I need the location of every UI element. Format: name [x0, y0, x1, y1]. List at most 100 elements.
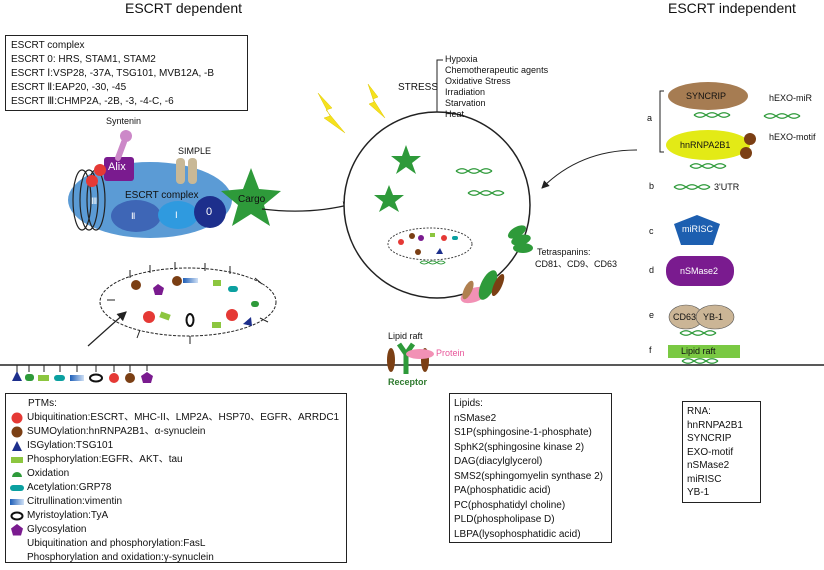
ptm-row: Glycosylation	[10, 523, 342, 537]
item-a-letter: a	[647, 113, 653, 123]
syntenin-label: Syntenin	[106, 116, 142, 126]
alix-label: Alix	[108, 161, 126, 173]
protein-label: Protein	[436, 348, 465, 358]
glycosylation-pentagon	[141, 372, 153, 383]
ptm-text: ISGylation:TSG101	[27, 440, 114, 451]
sumo-circle	[744, 133, 756, 145]
escrt-two-label: Ⅱ	[131, 211, 136, 221]
ptm-row: Ubiquitination and phosphorylation:FasL	[10, 537, 342, 551]
utr-label: 3'UTR	[714, 182, 740, 192]
stress-item: Irradiation	[445, 87, 486, 97]
sumo-circle	[409, 233, 415, 239]
ptm-text: Phosphorylation:EGFR、AKT、tau	[27, 454, 183, 465]
rna-helix-icon	[681, 358, 719, 364]
phosphorylation-rect	[212, 322, 221, 328]
ubiquitin-circle	[94, 164, 106, 176]
nsmase2-shape	[666, 256, 734, 286]
item-c-letter: c	[649, 226, 654, 236]
escrt-box-line: ESCRT 0: HRS, STAM1, STAM2	[11, 54, 156, 65]
citrullination-rect	[70, 375, 84, 381]
escrt-complex-illustration	[68, 130, 281, 238]
mvb-circle	[343, 111, 531, 299]
tetraspanins-members: CD81、CD9、CD63	[535, 259, 618, 269]
item-f-letter: f	[649, 345, 652, 355]
blue-gradient-rect-icon	[10, 496, 24, 508]
header-escrt-independent: ESCRT independent	[668, 0, 796, 16]
ptm-text: Ubiquitination:ESCRT、MHC-II、LMP2A、HSP70、…	[27, 412, 340, 423]
sumo-circle	[125, 373, 135, 383]
isgylation-triangle	[243, 317, 252, 326]
escrt-two-oval	[111, 200, 161, 232]
escrt-complex-box: ESCRT complex ESCRT 0: HRS, STAM1, STAM2…	[5, 35, 248, 111]
rna-item: SYNCRIP	[687, 433, 732, 444]
tetraspanin-green	[478, 270, 498, 300]
stress-item: Chemotherapeutic agents	[445, 65, 549, 75]
phosphorylation-rect	[38, 375, 49, 381]
ptm-row: Myristoylation:TyA	[10, 509, 342, 523]
lipid-raft-bar	[668, 345, 740, 358]
myristoylation-ring	[89, 373, 103, 383]
teal-pill-icon	[10, 482, 24, 494]
syncrip-label: SYNCRIP	[686, 91, 727, 101]
lipid-item: PLD(phospholipase D)	[454, 514, 555, 525]
lightning-bolt-icon	[367, 83, 386, 119]
ptm-row: Phosphorylation and oxidation:γ-synuclei…	[10, 551, 342, 565]
cargo-label: Cargo	[238, 194, 266, 205]
membrane-protein	[387, 348, 395, 372]
yb1-label: YB-1	[703, 312, 724, 322]
ptm-row: Oxidation	[10, 467, 342, 481]
escrt-box-line: ESCRT Ⅲ:CHMP2A, -2B, -3, -4-C, -6	[11, 96, 174, 107]
citrullination-rect	[183, 278, 198, 283]
green-rect-icon	[10, 454, 24, 466]
escrt-box-line: ESCRT complex	[11, 40, 85, 51]
acetylation-pill	[452, 236, 458, 240]
receptor-y-shape	[396, 342, 416, 374]
ptm-text: Myristoylation:TyA	[27, 510, 109, 521]
ptm-text: Oxidation	[27, 468, 70, 479]
oxidation-semicircle	[25, 374, 34, 381]
rna-item: hnRNPA2B1	[687, 419, 743, 431]
lightning-bolt-icon	[317, 92, 346, 134]
phosphorylation-rect	[159, 311, 171, 321]
ptm-row: Acetylation:GRP78	[10, 481, 342, 495]
receptor-label: Receptor	[388, 377, 428, 387]
cargo-star	[221, 168, 281, 226]
rna-helix-icon	[689, 163, 727, 169]
item-b-letter: b	[649, 181, 655, 191]
ptm-row: Ubiquitination:ESCRT、MHC-II、LMP2A、HSP70、…	[10, 411, 342, 425]
ptm-row: Phosphorylation:EGFR、AKT、tau	[10, 453, 342, 467]
stress-title: STRESS	[398, 82, 439, 93]
rna-helix-icon	[763, 113, 801, 119]
arrow-complex-to-mvb	[261, 201, 354, 212]
membrane-protein	[491, 273, 505, 297]
glycosylation-dot	[418, 235, 424, 241]
lipid-item: SMS2(sphingomyelin synthase 2)	[454, 470, 603, 482]
escrt-complex-label: ESCRT complex	[125, 190, 199, 201]
ptm-row: ISGylation:TSG101	[10, 439, 342, 453]
escrt-box-line: ESCRT Ⅰ:VSP28, -37A, TSG101, MVB12A, -B	[11, 68, 215, 79]
lipid-raft-pink	[406, 349, 434, 359]
rna-item: miRISC	[687, 473, 722, 485]
ubiquitin-circle	[226, 309, 238, 321]
rna-box: RNA: hnRNPA2B1 SYNCRIP EXO-motif nSMase2…	[682, 401, 761, 503]
ptm-icon-row	[12, 365, 153, 383]
hnrnpa2b1-oval	[666, 130, 750, 160]
syncrip-oval	[668, 82, 748, 110]
phosphorylation-rect	[430, 233, 435, 237]
oxidation-semicircle	[251, 301, 259, 307]
arrow-membrane-to-exosome	[87, 311, 127, 347]
ubiquitin-circle	[109, 373, 119, 383]
mirisc-label: miRISC	[682, 224, 713, 234]
lipid-item: PA(phosphatidic acid)	[454, 485, 551, 496]
item-d-letter: d	[649, 265, 655, 275]
lipid-item: S1P(sphingosine-1-phosphate)	[454, 427, 592, 438]
yb1-oval	[695, 304, 735, 330]
membrane-protein	[462, 280, 474, 300]
simple-shape	[188, 158, 197, 184]
ptm-text: SUMOylation:hnRNPA2B1、α-synuclein	[27, 426, 206, 437]
exosome-star-icon	[391, 145, 421, 174]
green-semicircle-icon	[10, 468, 24, 480]
escrt-zero-label: 0	[206, 206, 213, 218]
rna-helix-icon	[679, 330, 717, 336]
exosome-marker-line	[136, 329, 141, 339]
